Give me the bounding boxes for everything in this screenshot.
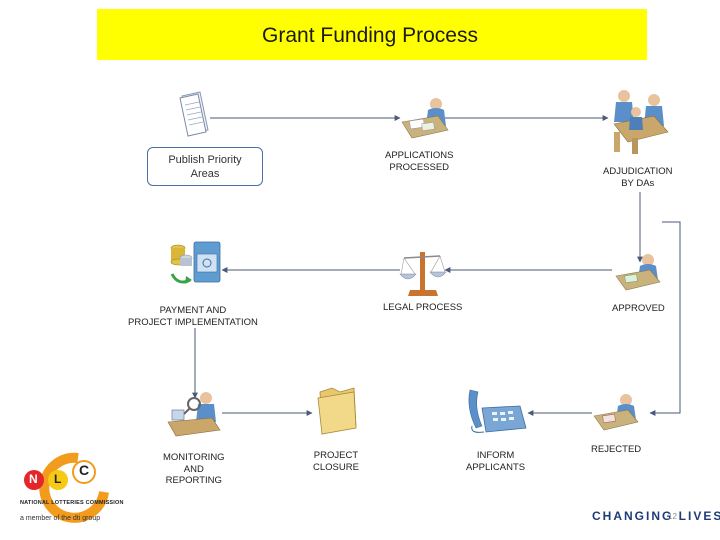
- step-label-approved: APPROVED: [612, 303, 665, 314]
- arrow-adjudication-to-rejected: [649, 221, 681, 416]
- clerk-at-desk-icon: [401, 98, 449, 139]
- page-title: Grant Funding Process: [262, 23, 478, 47]
- monitoring-workstation-icon: [167, 392, 221, 437]
- logo-letter-c: C: [79, 462, 90, 478]
- scales-of-justice-icon: [399, 252, 447, 296]
- publish-box-line2: Areas: [190, 167, 220, 180]
- connectors: [192, 115, 681, 416]
- title-banner: Grant Funding Process: [97, 9, 647, 60]
- coins-and-safe-icon: [170, 241, 221, 284]
- step-label-legal: LEGAL PROCESS: [383, 302, 463, 313]
- telephone-icon: [468, 389, 527, 433]
- logo-organisation-name: NATIONAL LOTTERIES COMMISSION: [20, 500, 124, 506]
- logo-letter-n: N: [29, 472, 38, 486]
- publish-box-line1: Publish Priority: [168, 153, 242, 166]
- document-icon: [179, 91, 209, 137]
- changing-lives-tagline: CHANGING LIVES: [592, 509, 720, 523]
- publish-priority-areas-box: Publish Priority Areas: [147, 147, 263, 186]
- folder-icon: [317, 387, 357, 435]
- step-label-rejected: REJECTED: [591, 444, 642, 455]
- nlc-logo-icon: [24, 452, 109, 523]
- rejected-clerk-icon: [593, 394, 639, 431]
- logo-subtitle: a member of the dti group: [20, 515, 101, 522]
- approved-clerk-icon: [615, 254, 661, 291]
- logo-letter-l: L: [54, 472, 62, 486]
- page-number: 12: [668, 512, 677, 521]
- meeting-group-icon: [613, 90, 669, 154]
